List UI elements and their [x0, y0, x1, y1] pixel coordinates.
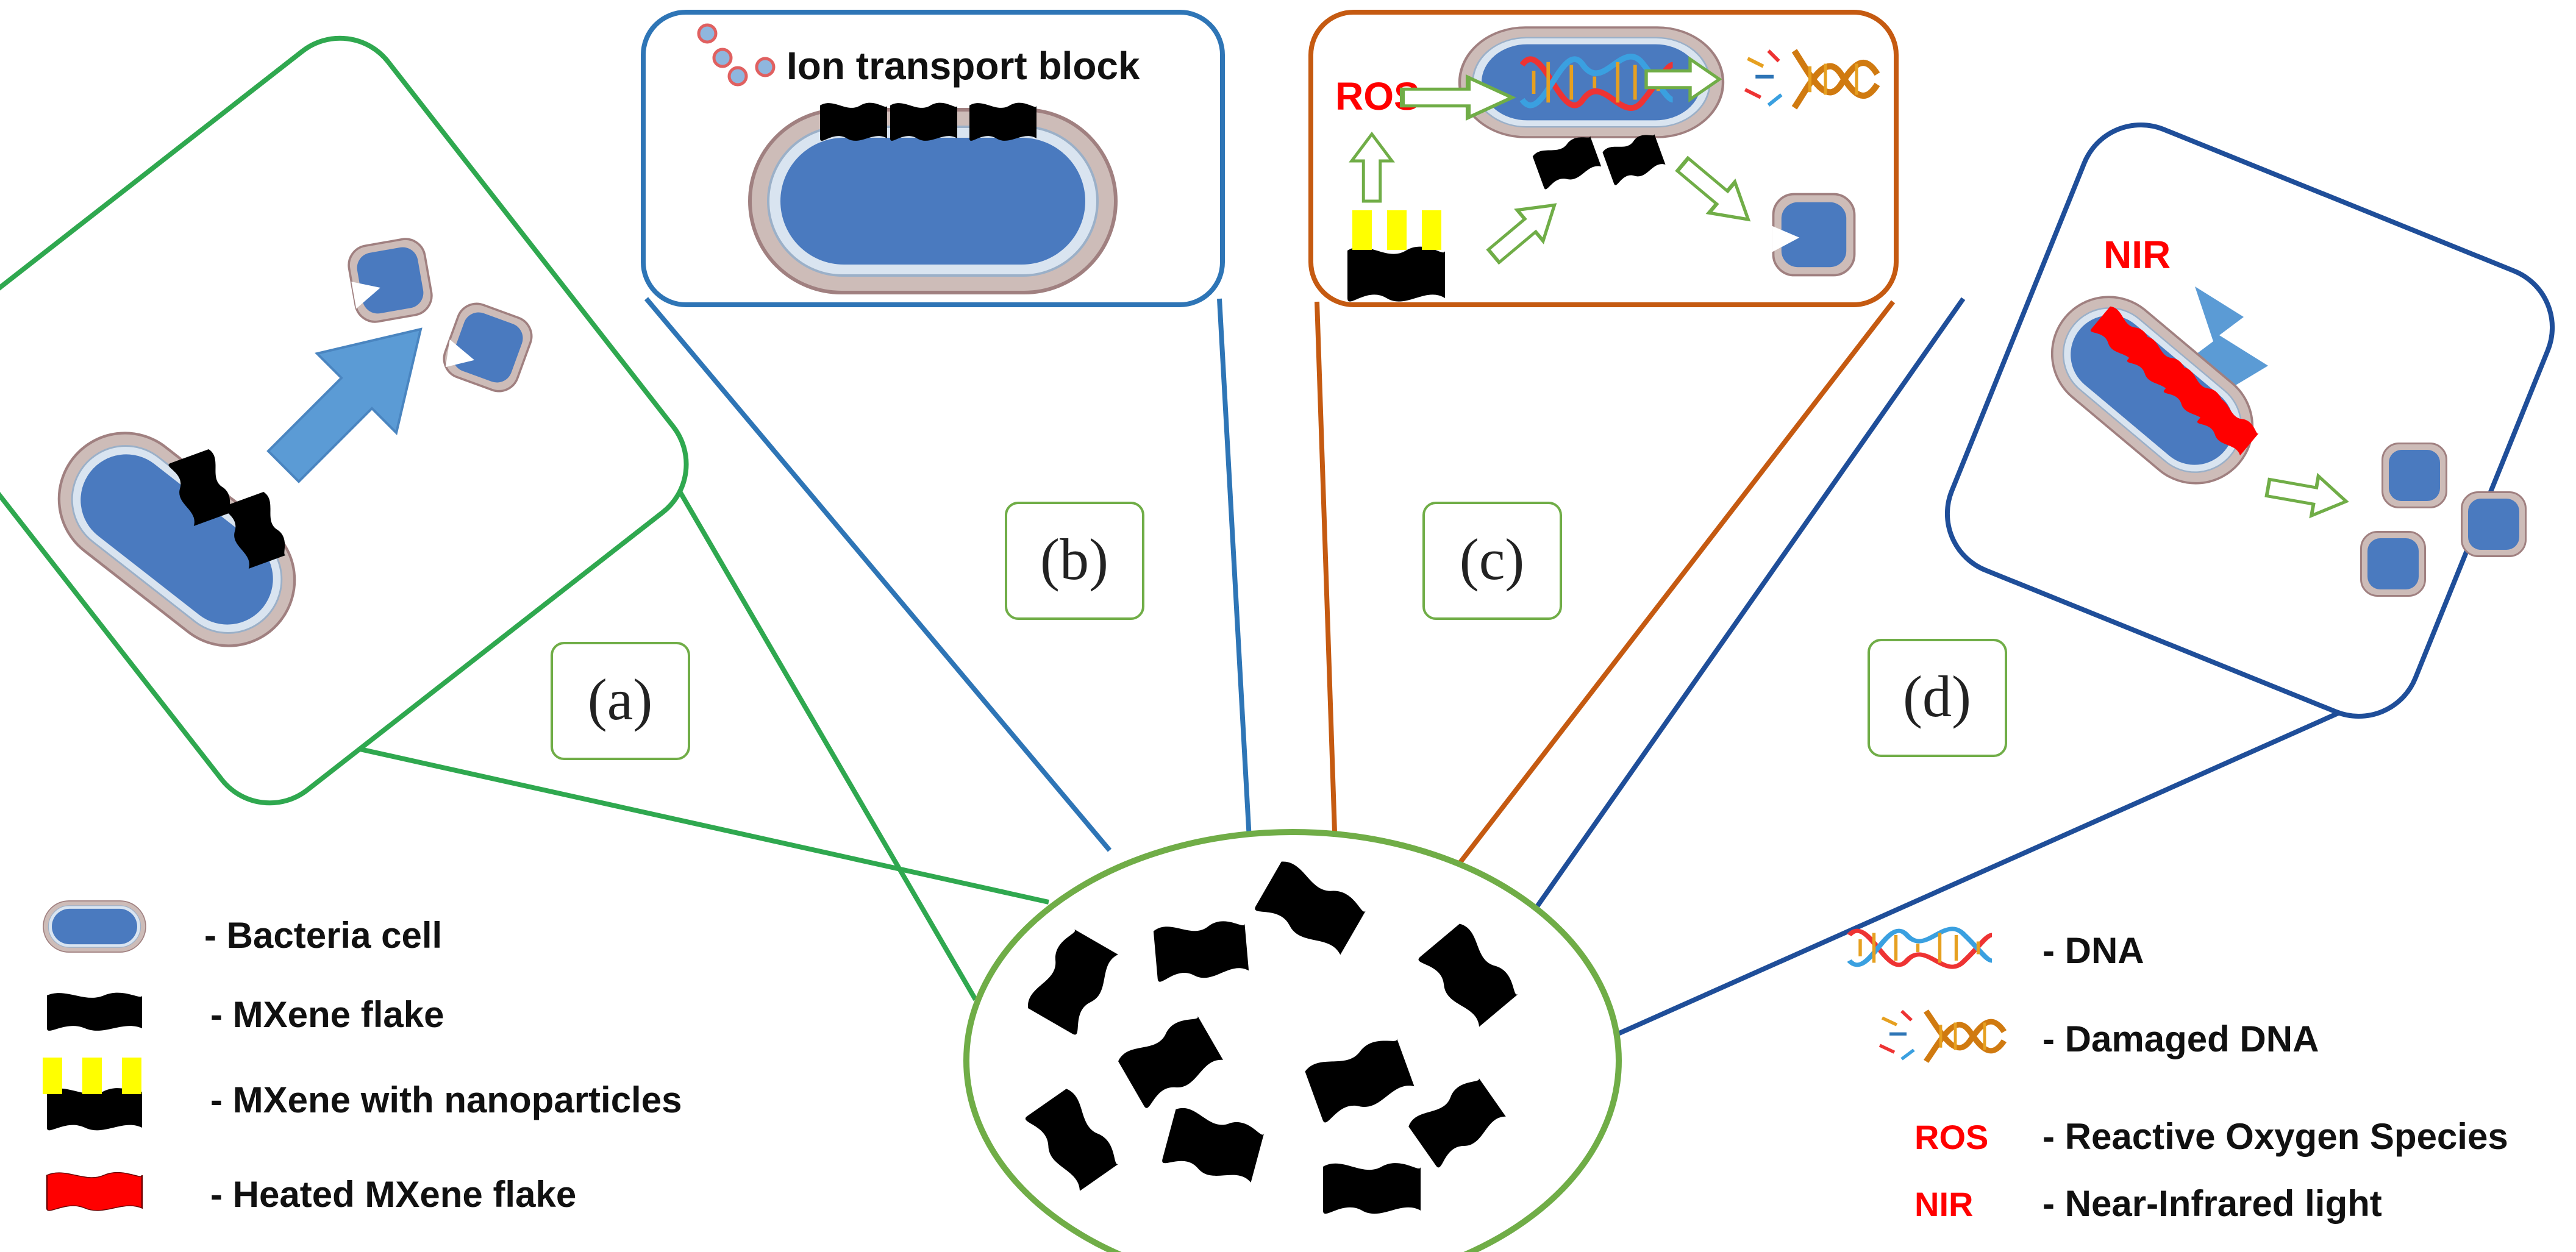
tag-c: (c) — [1460, 527, 1525, 592]
ion-particles — [697, 23, 776, 87]
mxene-flake — [969, 102, 1036, 141]
legend-nir-abbr: NIR — [1914, 1185, 1973, 1223]
mxene-flake — [890, 102, 957, 141]
tag-a: (a) — [588, 667, 653, 732]
connector-c-left — [1315, 301, 1338, 851]
mxene-flake — [820, 102, 887, 141]
mxene-with-nanoparticles — [1347, 210, 1445, 302]
ion-particle — [755, 57, 776, 77]
ion-particle — [712, 48, 733, 68]
cell-fragment — [437, 297, 538, 398]
lightning-icon — [2189, 286, 2268, 402]
arrow-up-right-icon — [266, 327, 423, 483]
tag-box-d — [1868, 639, 2007, 757]
panel-c: ROS — [1308, 10, 1899, 307]
connector-a-top — [225, 717, 1049, 905]
connector-b-right — [1217, 298, 1252, 851]
cell-fragment — [1772, 193, 1856, 277]
legend-left: - Bacteria cell - MXene flake - MXene wi… — [43, 900, 682, 1215]
panel-a — [0, 35, 689, 806]
legend-bacteria-text: - Bacteria cell — [204, 915, 442, 956]
legend-heated-icon — [46, 1172, 143, 1212]
panel-tags: (a) (b) (c) (d) — [551, 502, 2007, 760]
legend-ros-text: - Reactive Oxygen Species — [2043, 1116, 2508, 1157]
legend-right: - DNA - Damaged DNA ROS - Reactive Oxyge… — [1849, 929, 2508, 1224]
legend-mxene-icon — [47, 992, 142, 1031]
panel-c-frame — [1308, 10, 1899, 307]
nir-label: NIR — [2103, 233, 2171, 277]
connector-d-bottom — [1529, 699, 2367, 1075]
legend-mxene-np-text: - MXene with nanoparticles — [210, 1079, 682, 1120]
legend-damaged-dna-icon — [1880, 1011, 2004, 1062]
legend-damaged-dna-text: - Damaged DNA — [2043, 1019, 2319, 1059]
tag-box-c — [1422, 502, 1562, 620]
legend-mxene-np-icon — [43, 1058, 142, 1131]
legend-mxene-text: - MXene flake — [210, 994, 444, 1035]
cell-fragment — [2382, 443, 2447, 508]
tag-box-b — [1005, 502, 1144, 620]
mxene-flake — [1323, 1163, 1421, 1214]
ion-particle — [697, 23, 718, 44]
cell-fragment — [2360, 531, 2426, 597]
tag-d: (d) — [1903, 664, 1971, 729]
connector-c-right — [1436, 300, 1896, 892]
cell-fragment — [2461, 491, 2527, 557]
ion-particle — [727, 66, 748, 87]
mxene-cluster — [963, 829, 1622, 1252]
ion-transport-caption: Ion transport block — [787, 44, 1140, 88]
legend-bacteria-icon — [43, 900, 146, 953]
tag-box-a — [551, 642, 690, 760]
panel-b: Ion transport block — [641, 10, 1225, 307]
legend-nir-text: - Near-Infrared light — [2043, 1183, 2382, 1224]
legend-dna-icon — [1849, 929, 1992, 967]
connector-d-top — [1504, 297, 1966, 953]
cell-fragment — [344, 235, 436, 326]
tag-b: (b) — [1040, 527, 1108, 592]
legend-dna-text: - DNA — [2043, 930, 2144, 971]
connector-b-left — [644, 297, 1112, 852]
panel-d: NIR — [1944, 122, 2555, 719]
legend-ros-abbr: ROS — [1914, 1118, 1988, 1156]
legend-heated-text: - Heated MXene flake — [210, 1174, 576, 1215]
